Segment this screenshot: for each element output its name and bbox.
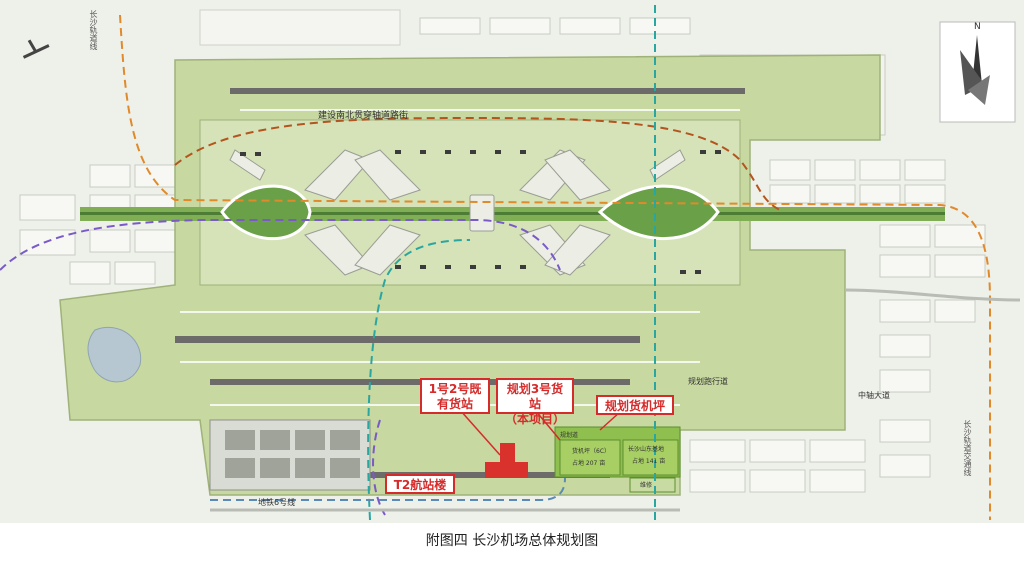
metro-6-line bbox=[210, 477, 566, 501]
central-axis-line bbox=[80, 212, 945, 215]
west-terminal-oval bbox=[220, 184, 312, 241]
metro-purple-line bbox=[0, 219, 561, 271]
compass-north-label: N bbox=[974, 22, 981, 32]
east-terminal-oval bbox=[597, 184, 720, 241]
planned-runway-label: 规划跑行道 bbox=[688, 377, 728, 386]
north-urban-area bbox=[199, 9, 401, 46]
lake bbox=[87, 326, 142, 383]
metro-teal-line bbox=[367, 5, 656, 521]
maintenance-label: 维修 bbox=[640, 482, 653, 489]
cargo-station-3-area bbox=[559, 439, 621, 476]
callout-planned-cargo-station-3: 规划3号货站 （本项目） bbox=[496, 378, 574, 426]
t2-buildings bbox=[225, 430, 360, 478]
airplane-icon bbox=[22, 39, 50, 59]
concourses bbox=[229, 149, 686, 276]
existing-cargo-stations bbox=[485, 443, 528, 478]
callout-planned-cargo-apron: 规划货机坪 bbox=[596, 395, 674, 415]
east-road bbox=[844, 288, 1021, 302]
north-corridor-label: 建设南北贯穿轴道路街 bbox=[318, 111, 409, 121]
aircraft-stands bbox=[240, 150, 721, 274]
area-141-label: 占地 141 亩 bbox=[632, 458, 666, 465]
central-road-label: 中轴大道 bbox=[858, 391, 890, 400]
callout-t2-terminal: T2航站楼 bbox=[385, 474, 455, 494]
compass bbox=[939, 21, 1016, 123]
cargo-base-area bbox=[622, 439, 679, 476]
cargo-area-207-label: 占地 207 亩 bbox=[572, 460, 606, 467]
metro-orange-line bbox=[119, 14, 991, 520]
maintenance-area bbox=[629, 477, 676, 493]
city-blocks-right bbox=[419, 17, 986, 493]
metro-line-top-label: 长沙轨道线 bbox=[89, 10, 98, 50]
planned-area-label: 规划道 bbox=[560, 432, 579, 439]
callout-existing-cargo-stations: 1号2号既 有货站 bbox=[420, 378, 490, 414]
figure-caption: 附图四 长沙机场总体规划图 bbox=[425, 533, 599, 549]
callout-pointers bbox=[459, 409, 621, 456]
cargo-apron-small-label: 货机坪（6C） bbox=[572, 448, 611, 455]
metro-line-right-label: 长沙轨道交通线 bbox=[963, 420, 972, 476]
base-east-label: 长沙山东基地 bbox=[628, 446, 665, 453]
airport-master-plan-map bbox=[0, 0, 1024, 523]
metro-6-label: 地铁6号线 bbox=[258, 498, 296, 507]
